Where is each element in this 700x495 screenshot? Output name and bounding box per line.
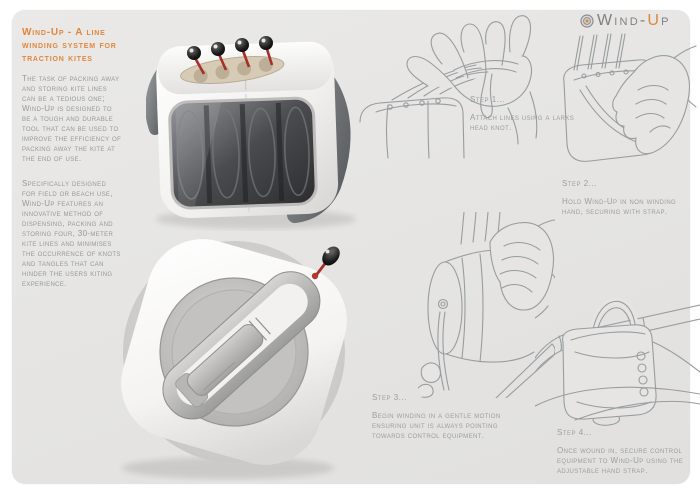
logo-text: Wind-Up xyxy=(597,12,671,30)
gripping-hand-sketch xyxy=(612,45,697,155)
strap-sketch xyxy=(579,89,643,145)
step-label: Step 1... xyxy=(470,95,505,104)
page-title: Wind-Up - A line winding system for trac… xyxy=(22,27,117,64)
crank-pin xyxy=(311,246,340,280)
strap-sketch xyxy=(589,298,639,334)
step-label: Step 2... xyxy=(562,179,597,188)
logo-accent-letter: U xyxy=(647,12,662,29)
larks-head-loop xyxy=(480,71,493,119)
step-1-illustration xyxy=(359,15,538,159)
step-description: Begin winding in a gentle motion ensurin… xyxy=(372,411,501,440)
step-4-block: Step 4... Once wound in, secure control … xyxy=(557,428,699,476)
pin-tray xyxy=(180,55,285,84)
main-product-render xyxy=(146,36,356,229)
step-3-illustration xyxy=(418,212,555,398)
step-description: Attach lines using a larks head knot. xyxy=(470,113,575,132)
step-description: Once wound in, secure control equipment … xyxy=(557,446,684,475)
kite-lines-sketch xyxy=(535,305,700,421)
logo: Wind-Up xyxy=(580,12,671,30)
logo-prefix: Wind- xyxy=(597,12,648,29)
features-paragraph: Specifically designed for field or beach… xyxy=(22,179,121,288)
step-label: Step 3... xyxy=(372,393,407,402)
pulled-line-sketch xyxy=(437,311,445,391)
winder-sketch xyxy=(562,324,657,426)
open-hand-sketch xyxy=(406,15,538,145)
logo-suffix: p xyxy=(661,12,671,29)
step-3-block: Step 3... Begin winding in a gentle moti… xyxy=(372,393,526,441)
step-1-block: Step 1... Attach lines using a larks hea… xyxy=(470,95,588,133)
step-label: Step 4... xyxy=(557,428,592,437)
step-2-block: Step 2... Hold Wind-Up in non winding ha… xyxy=(562,179,696,217)
sidebar: Wind-Up - A line winding system for trac… xyxy=(22,26,122,304)
kite-lines-sketch xyxy=(573,33,626,71)
side-product-render xyxy=(121,239,347,479)
spiral-reel-icon xyxy=(580,14,594,28)
winding-handle xyxy=(162,271,321,420)
winding-hand-sketch xyxy=(489,219,555,311)
intro-paragraph: The task of packing away and storing kit… xyxy=(22,74,122,163)
line-pins xyxy=(187,36,274,75)
line-spools xyxy=(176,106,310,200)
step-2-illustration xyxy=(563,33,697,162)
step-description: Hold Wind-Up in non winding hand, securi… xyxy=(562,197,677,216)
step-4-illustration xyxy=(535,298,700,426)
winder-sketch xyxy=(359,97,465,159)
fingertips-sketch xyxy=(418,362,441,398)
winder-sketch xyxy=(427,249,535,391)
